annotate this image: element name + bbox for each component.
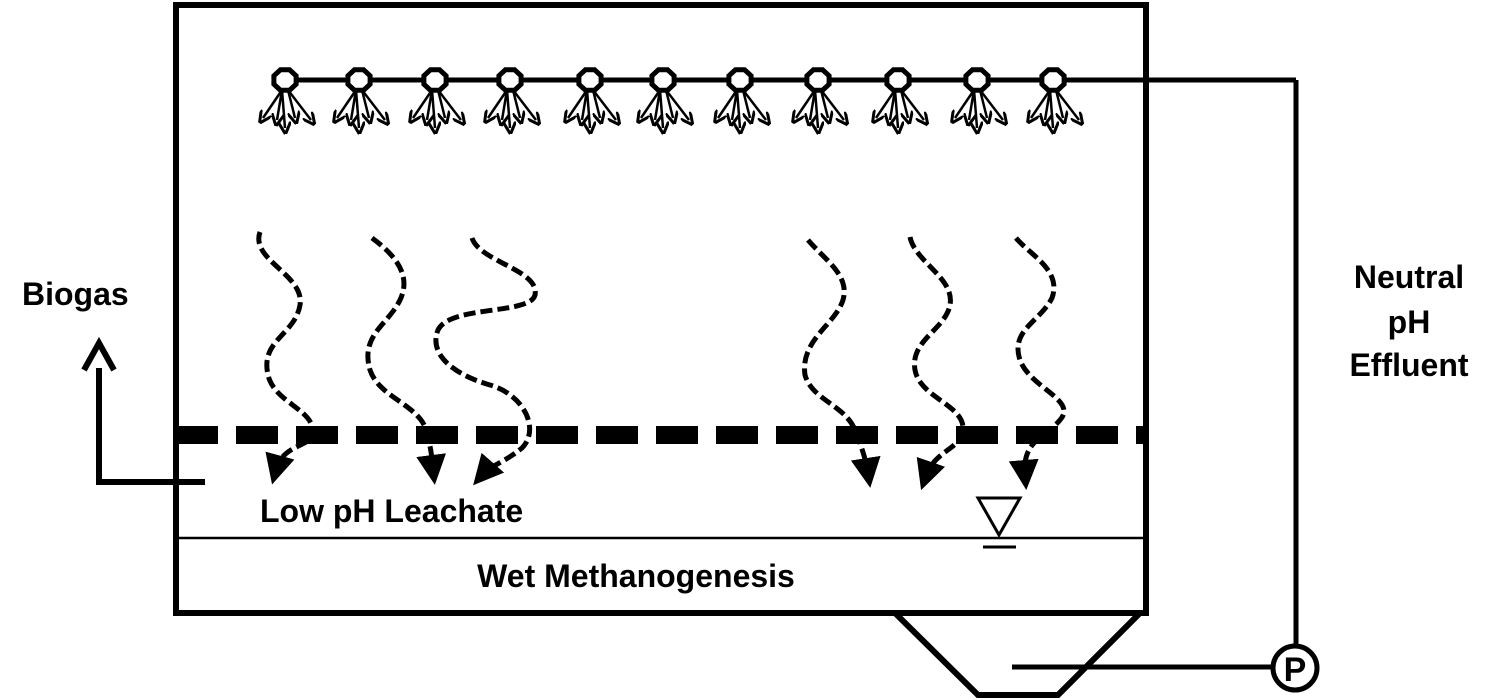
biogas-outlet-pipe	[96, 368, 205, 485]
leachate-flow-path	[802, 238, 881, 488]
leachate-flow-path	[256, 231, 316, 485]
spray-nozzle-icon	[876, 67, 924, 128]
spray-nozzle-icon	[641, 67, 689, 128]
leachate-flow-path	[433, 236, 538, 486]
leachate-flow-path	[365, 235, 447, 485]
effluent-label-line3: Effluent	[1349, 347, 1468, 383]
effluent-label-line2: pH	[1388, 304, 1431, 340]
spray-nozzle-icon	[796, 67, 844, 128]
effluent-label-line1: Neutral	[1354, 259, 1464, 295]
leachate-flow-paths	[256, 231, 1067, 491]
hopper	[892, 610, 1143, 698]
pump-icon: P	[1270, 643, 1320, 693]
spray-nozzle-icon	[718, 67, 766, 128]
spray-nozzle-icon	[337, 67, 385, 128]
spray-nozzle-icon	[413, 67, 461, 128]
spray-nozzle-icon	[488, 67, 536, 128]
leachate-label: Low pH Leachate	[260, 493, 523, 529]
biogas-label: Biogas	[22, 276, 129, 312]
leachate-flow-path	[1008, 236, 1067, 490]
reactor-vessel	[173, 2, 1149, 616]
spray-nozzle-icon	[1031, 67, 1079, 128]
water-level-triangle-icon	[975, 496, 1023, 549]
pump-label: P	[1284, 651, 1307, 689]
methanogenesis-label: Wet Methanogenesis	[477, 558, 795, 594]
spray-nozzle-icon	[263, 67, 311, 128]
leachate-flow-path	[907, 236, 966, 491]
spray-nozzle-icon	[568, 67, 616, 128]
spray-nozzle-icon	[955, 67, 1003, 128]
biogas-arrow-icon	[81, 336, 117, 372]
spray-nozzles	[263, 67, 1079, 128]
